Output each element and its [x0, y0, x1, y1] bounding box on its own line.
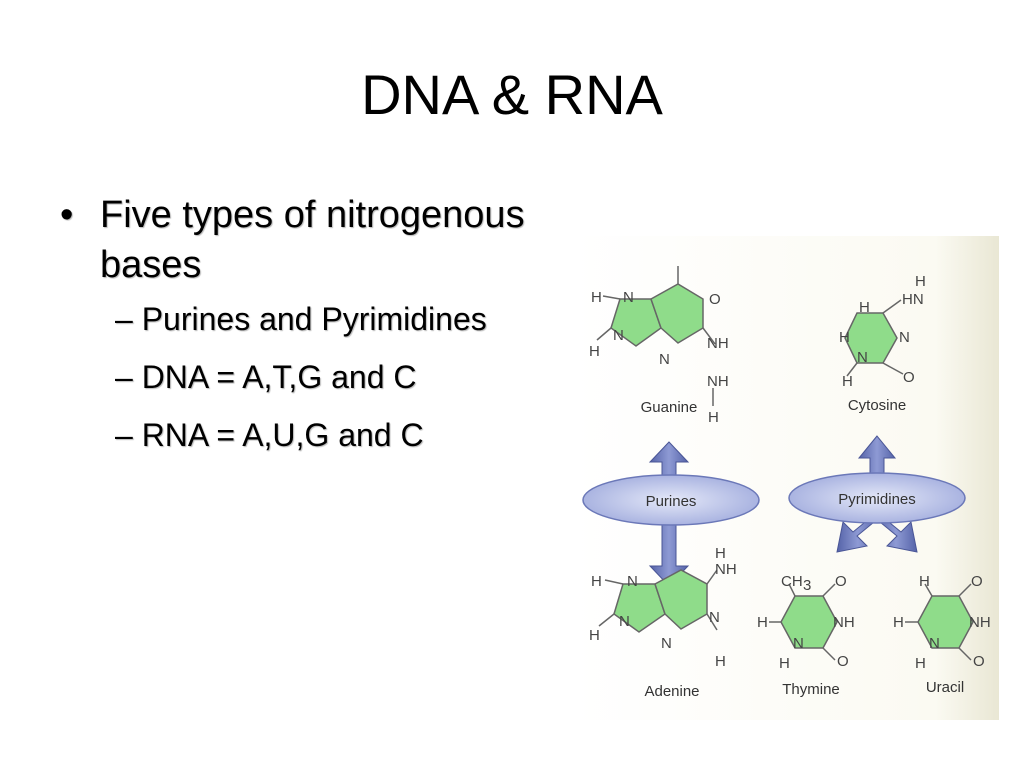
svg-text:H: H [915, 655, 926, 672]
svg-text:H: H [919, 573, 930, 590]
thymine-label: Thymine [782, 681, 840, 698]
guanine-label: Guanine [641, 399, 698, 416]
guanine-structure: H N O N NH H N NH H [589, 266, 729, 426]
svg-text:N: N [613, 327, 624, 344]
svg-text:H: H [757, 614, 768, 631]
bullet-list: • Five types of nitrogenous bases – Purin… [60, 190, 620, 464]
svg-text:H: H [589, 627, 600, 644]
svg-text:N: N [793, 635, 804, 652]
svg-text:H: H [589, 343, 600, 360]
svg-text:NH: NH [707, 335, 729, 352]
svg-text:O: O [973, 653, 985, 670]
uracil-label: Uracil [926, 679, 964, 696]
pyrimidines-label: Pyrimidines [838, 491, 916, 508]
svg-text:NH: NH [715, 561, 737, 578]
purines-label: Purines [646, 493, 697, 510]
nitrogenous-bases-figure: H N O N NH H N NH H Guanine H HN H H N N… [575, 236, 999, 720]
svg-text:NH: NH [969, 614, 991, 631]
thymine-structure: CH 3 O H NH N H O [757, 573, 855, 672]
svg-text:H: H [591, 573, 602, 590]
subbullet-purines-pyrimidines: – Purines and Pyrimidines [115, 301, 487, 337]
svg-text:O: O [903, 369, 915, 386]
pyrimidines-ellipse [788, 472, 966, 524]
uracil-structure: H O H NH N H O [893, 573, 991, 672]
slide-title: DNA & RNA [361, 63, 663, 126]
svg-text:N: N [661, 635, 672, 652]
bullet-marker: • [60, 194, 74, 236]
adenine-structure: H NH H N N N H N H [589, 545, 737, 670]
svg-text:O: O [837, 653, 849, 670]
svg-text:N: N [929, 635, 940, 652]
bullet-item: • Five types of nitrogenous bases [60, 190, 620, 290]
svg-text:N: N [627, 573, 638, 590]
svg-text:3: 3 [803, 577, 811, 594]
svg-text:H: H [779, 655, 790, 672]
svg-text:H: H [842, 373, 853, 390]
svg-text:H: H [715, 653, 726, 670]
purines-ellipse [582, 474, 760, 526]
svg-text:H: H [859, 299, 870, 316]
svg-text:O: O [835, 573, 847, 590]
svg-text:HN: HN [902, 291, 924, 308]
adenine-label: Adenine [644, 683, 699, 700]
subbullet-dna: – DNA = A,T,G and C [115, 359, 417, 395]
svg-text:H: H [839, 329, 850, 346]
svg-text:NH: NH [833, 614, 855, 631]
svg-text:H: H [591, 289, 602, 306]
svg-text:N: N [659, 351, 670, 368]
svg-text:H: H [708, 409, 719, 426]
cytosine-label: Cytosine [848, 397, 906, 414]
cytosine-structure: H HN H H N N H O [839, 273, 926, 390]
subbullet-rna: – RNA = A,U,G and C [115, 417, 424, 453]
svg-text:N: N [857, 349, 868, 366]
svg-text:N: N [623, 289, 634, 306]
svg-text:O: O [971, 573, 983, 590]
svg-text:H: H [915, 273, 926, 290]
svg-text:H: H [715, 545, 726, 562]
svg-text:O: O [709, 291, 721, 308]
svg-text:N: N [709, 609, 720, 626]
svg-text:CH: CH [781, 573, 803, 590]
svg-text:NH: NH [707, 373, 729, 390]
bullet-text: Five types of nitrogenous bases [100, 194, 525, 286]
svg-text:H: H [893, 614, 904, 631]
svg-text:N: N [899, 329, 910, 346]
svg-text:N: N [619, 613, 630, 630]
